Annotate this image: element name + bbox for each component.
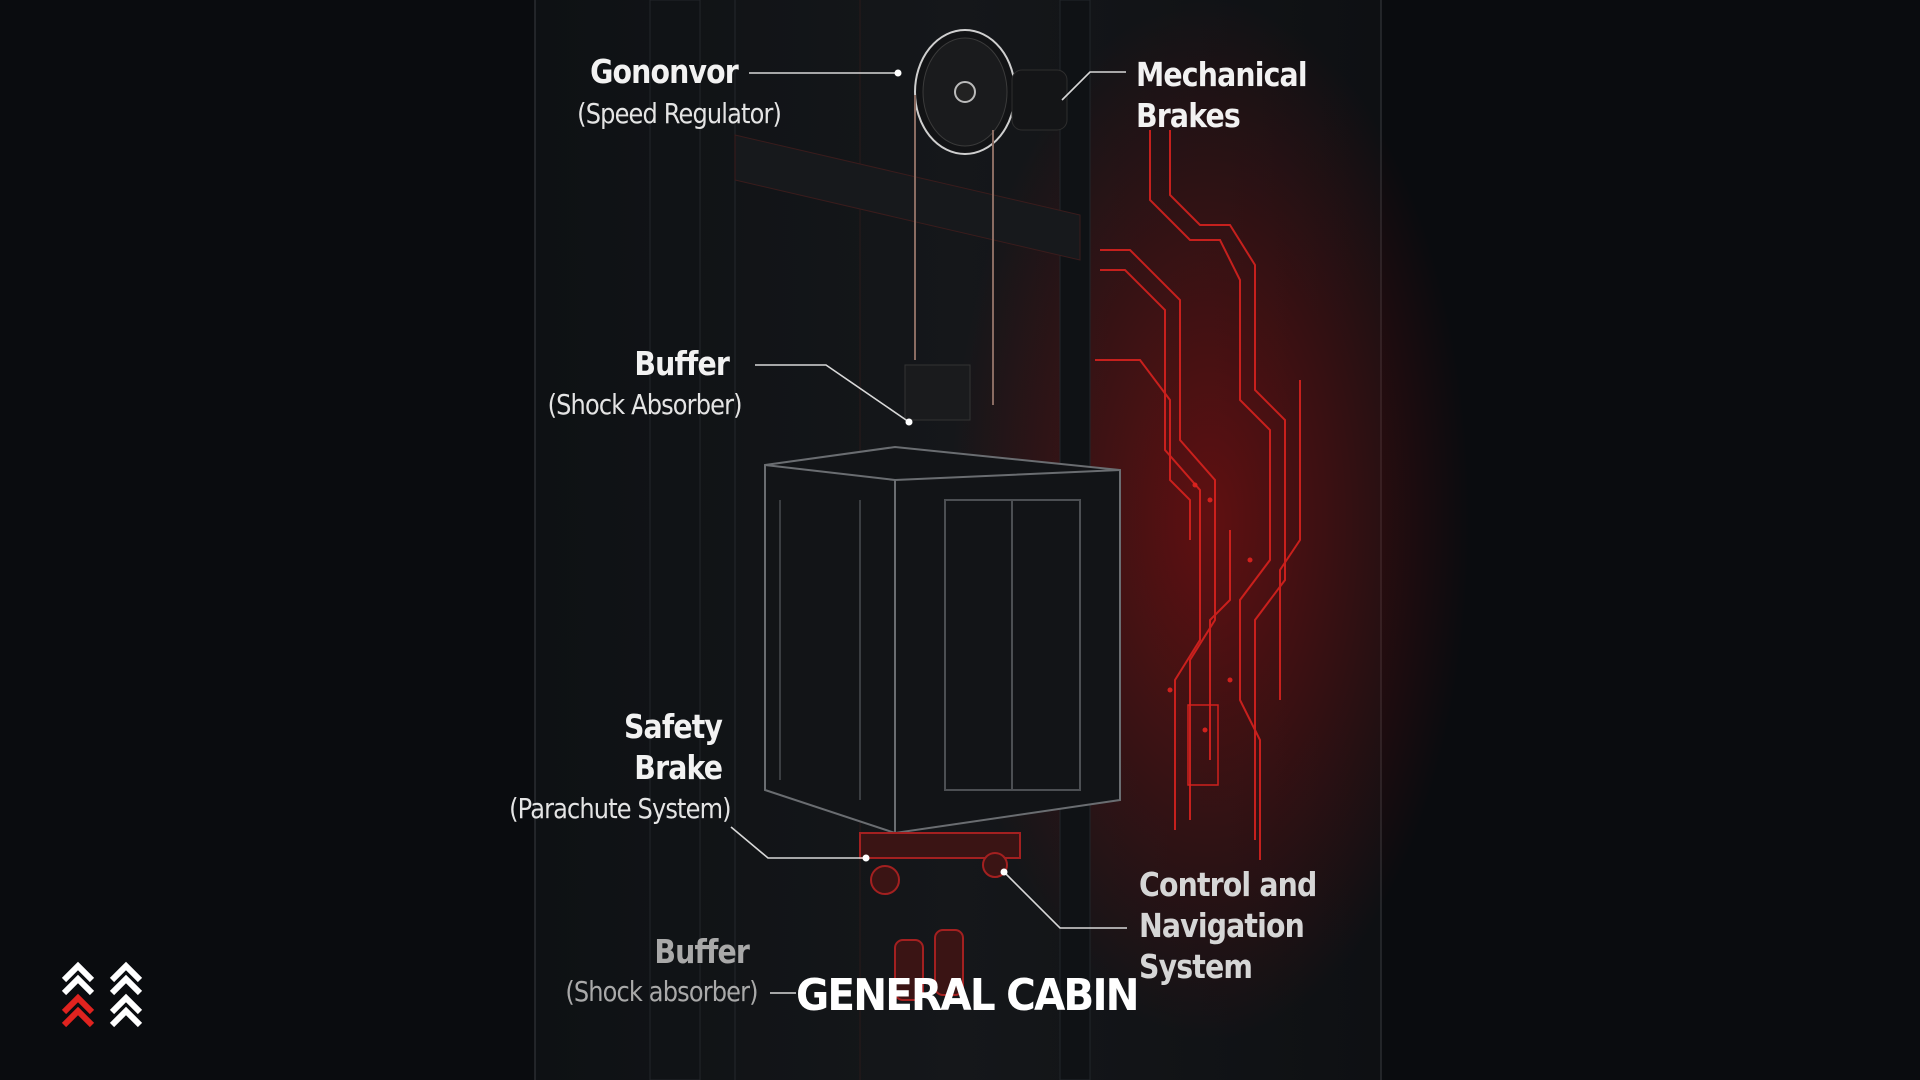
buffer-top-label: Buffer — [634, 344, 729, 383]
double-chevron-up-logo — [61, 961, 143, 1028]
safety-brake-sublabel: (Parachute System) — [509, 792, 731, 825]
leader-lines — [730, 71, 1127, 994]
control-navigation-label-2: Navigation — [1139, 906, 1305, 945]
mechanical-brakes-label-2: Brakes — [1136, 96, 1241, 135]
governor-pulley — [914, 29, 1068, 155]
circuit-traces — [1095, 130, 1301, 860]
control-navigation-label-1: Control and — [1139, 865, 1317, 904]
safety-brake-label-1: Safety — [623, 707, 723, 746]
safety-brake-label-2: Brake — [634, 748, 723, 787]
control-navigation-label-3: System — [1139, 947, 1253, 986]
mechanical-brakes-label-1: Mechanical — [1136, 55, 1308, 94]
elevator-cabin — [764, 445, 1121, 835]
governor-sublabel: (Speed Regulator) — [577, 97, 782, 130]
buffer-bottom-label: Buffer — [654, 932, 749, 971]
brand-wordmark: GENERAL CABIN — [796, 970, 1140, 1021]
governor-label: Gononvor — [590, 52, 739, 91]
buffer-top-sublabel: (Shock Absorber) — [547, 388, 743, 421]
buffer-bottom-sublabel: (Shock absorber) — [565, 975, 759, 1008]
